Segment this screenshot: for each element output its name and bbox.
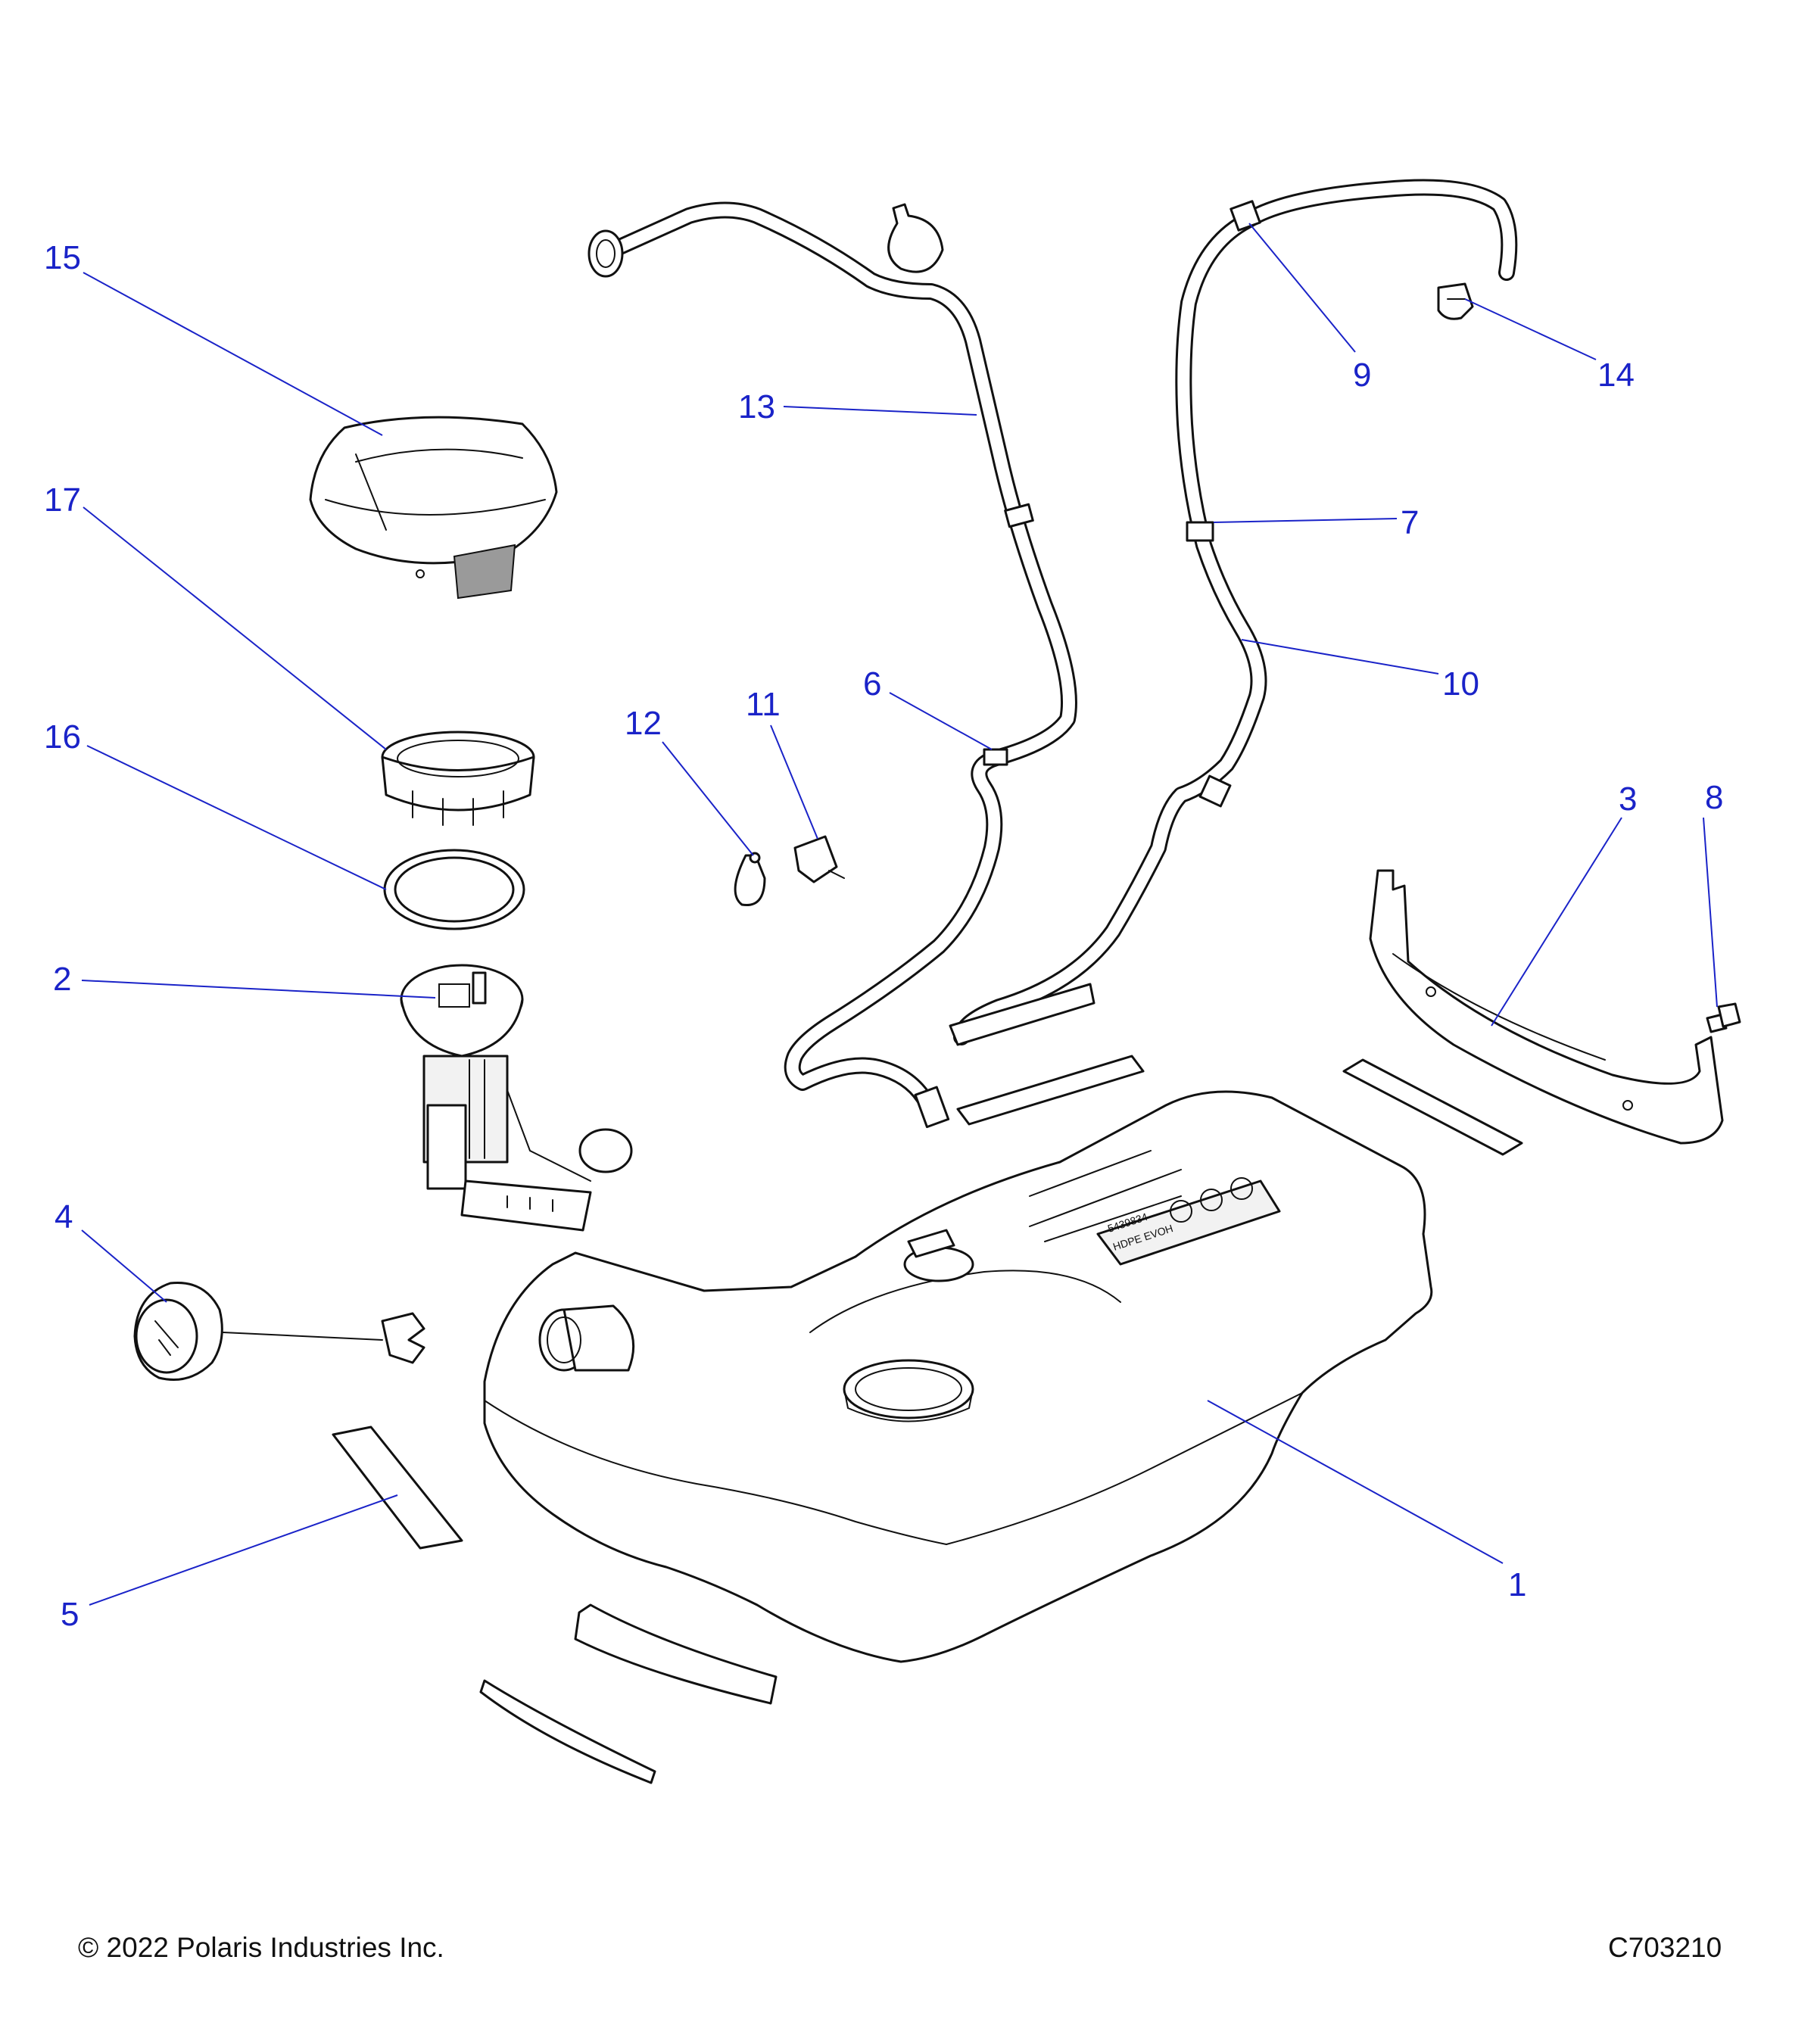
callout-1: 1 [1508,1566,1526,1603]
callout-6: 6 [863,665,881,703]
callout-16: 16 [44,718,81,756]
leader-lines [81,223,1718,1606]
part-4-fuel-cap [133,1281,425,1381]
part-1-fuel-tank: 5439834 HDPE EVOH [483,1090,1433,1663]
callout-7: 7 [1401,504,1419,541]
callout-2: 2 [53,961,71,998]
callout-9: 9 [1353,357,1371,394]
part-15-pump-cover [309,416,558,600]
pad-lower-1 [574,1603,778,1705]
part-16-seal [383,849,525,930]
callout-15: 15 [44,239,81,276]
part-13-vent-line [587,201,1077,1129]
callout-12: 12 [625,705,662,742]
hose-clamp-top [887,203,944,273]
part-17-lock-ring [381,731,535,826]
callout-17: 17 [44,481,81,519]
part-10-vent-line [949,179,1518,1046]
part-5-pad [332,1426,463,1550]
part-14-vent-cap [1437,282,1474,320]
callout-11: 11 [746,686,781,723]
part-8-bolt [1706,1002,1741,1033]
pad-tank-top [956,1055,1145,1126]
part-11-clip [793,835,845,883]
drawing-id: C703210 [1608,1932,1722,1963]
callout-14: 14 [1597,357,1635,394]
callout-8: 8 [1705,779,1723,816]
part-12-cable-tie [734,852,766,907]
part-3-strap [1369,869,1724,1145]
part-2-fuel-pump [400,964,633,1232]
copyright-notice: © 2022 Polaris Industries Inc. [78,1932,444,1963]
callout-4: 4 [55,1198,73,1235]
callout-labels: 1 2 3 4 5 6 7 8 9 10 11 12 13 14 15 16 1… [44,239,1723,1633]
callout-5: 5 [61,1596,79,1633]
callout-3: 3 [1619,781,1637,818]
pad-strap [1342,1058,1523,1156]
callout-10: 10 [1442,665,1479,703]
callout-13: 13 [738,388,775,425]
pad-lower-2 [479,1679,656,1784]
